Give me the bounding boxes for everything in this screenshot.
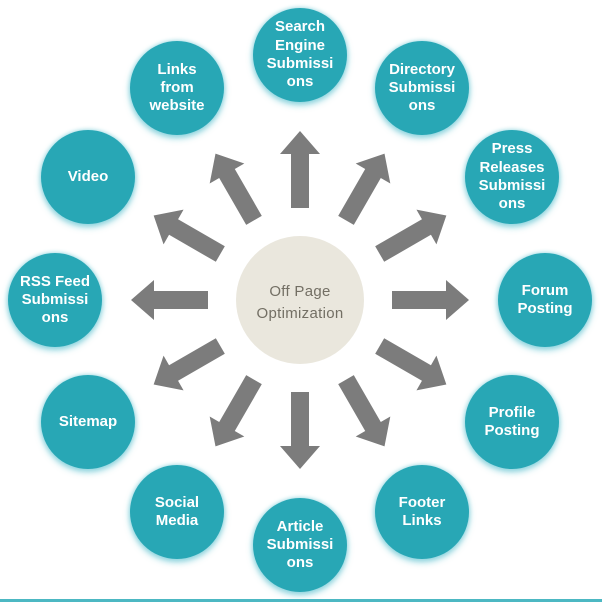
node-rss-feed-submissions: RSS Feed Submissi ons [8, 253, 102, 347]
node-label: Article Submissi ons [266, 517, 334, 572]
node-directory-submissions: Directory Submissi ons [375, 41, 469, 135]
node-forum-posting: Forum Posting [498, 253, 592, 347]
node-label: Links from website [149, 60, 205, 115]
bottom-edge-line [0, 599, 602, 602]
node-label: Profile Posting [484, 403, 540, 439]
node-links-from-website: Links from website [130, 41, 224, 135]
arrow-up-left-330-icon [209, 153, 262, 225]
arrow-up-right-60-icon [375, 209, 447, 262]
node-article-submissions: Article Submissi ons [253, 498, 347, 592]
node-search-engine-submissions: Search Engine Submissi ons [253, 8, 347, 102]
node-social-media: Social Media [130, 465, 224, 559]
node-label: RSS Feed Submissi ons [19, 272, 91, 327]
node-label: Footer Links [398, 493, 446, 529]
arrow-down-right-150-icon [338, 375, 391, 447]
arrow-group [131, 131, 469, 469]
node-label: Video [67, 167, 109, 185]
node-video: Video [41, 130, 135, 224]
center-node-off-page-optimization: Off Page Optimization [236, 236, 364, 364]
arrow-right-icon [392, 280, 469, 320]
arrow-up-icon [280, 131, 320, 208]
node-sitemap: Sitemap [41, 375, 135, 469]
arrow-down-left-240-icon [153, 338, 225, 391]
node-label: Directory Submissi ons [388, 60, 456, 115]
node-profile-posting: Profile Posting [465, 375, 559, 469]
node-label: Search Engine Submissi ons [266, 18, 334, 91]
arrow-down-icon [280, 392, 320, 469]
arrow-down-left-210-icon [209, 375, 262, 447]
node-label: Sitemap [58, 412, 118, 430]
node-label: Press Releases Submissi ons [478, 140, 546, 213]
center-node-label: Off Page Optimization [256, 282, 344, 323]
arrow-down-right-120-icon [375, 338, 447, 391]
node-press-releases-submissions: Press Releases Submissi ons [465, 130, 559, 224]
node-footer-links: Footer Links [375, 465, 469, 559]
node-label: Forum Posting [517, 281, 573, 317]
arrow-up-right-30-icon [338, 153, 391, 225]
node-label: Social Media [154, 493, 200, 529]
arrow-left-icon [131, 280, 208, 320]
arrow-up-left-300-icon [153, 209, 225, 262]
